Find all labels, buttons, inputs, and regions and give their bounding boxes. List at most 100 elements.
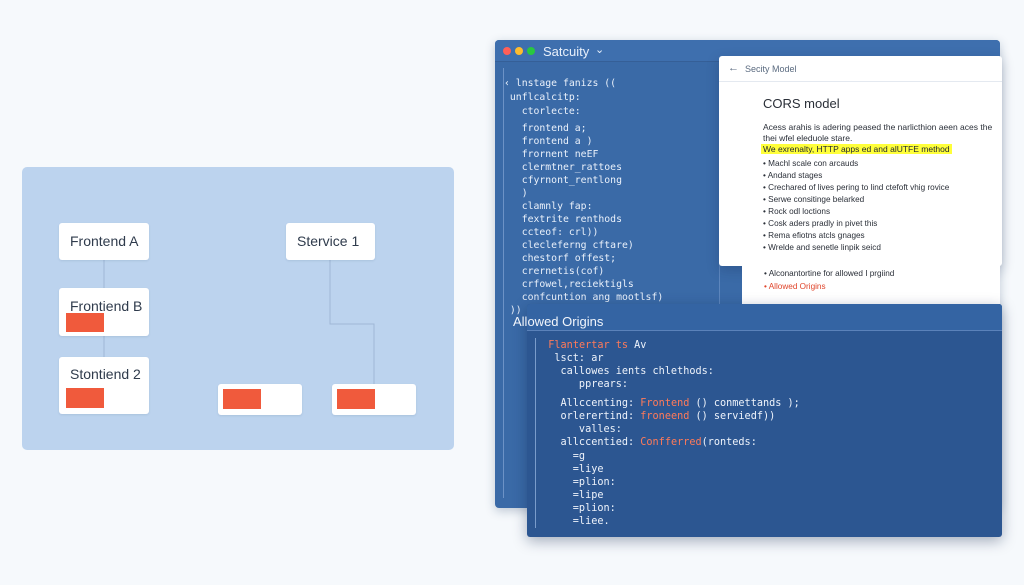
pane-divider[interactable] (719, 64, 720, 504)
code-text: orlerertind: (536, 411, 641, 422)
code-text: callowes ients chlethods: (536, 366, 714, 377)
code-line: ctorlecte: (504, 106, 581, 117)
code-text: () conmettands ); (689, 398, 800, 409)
code-text: (ronteds: (701, 437, 757, 448)
code-line: confcuntion ang mootlsf) (504, 292, 664, 303)
code-text: lsct: ar (536, 353, 604, 364)
node-box-right[interactable] (332, 384, 416, 415)
code-text: =liye (536, 464, 604, 475)
code-line: unflcalcitp: (504, 92, 581, 103)
bullet-item: • Rema efiotns atcls gnages (763, 231, 865, 240)
allowed-origins-title: Allowed Origins (513, 314, 604, 329)
chevron-down-icon[interactable]: ⌄ (595, 44, 605, 56)
code-line: callowes ients chlethods: (536, 366, 714, 377)
close-window-button[interactable] (503, 47, 511, 55)
security-model-panel: ← Secity Model CORS model Acess arahis i… (719, 56, 1002, 266)
code-line: Flantertar ts Av (536, 340, 646, 351)
list-item-text: Alconantortine for allowed I prgiind (768, 269, 895, 278)
code-line: clecleferng cftare) (504, 240, 634, 251)
code-line: clermtner_rattoes (504, 162, 622, 173)
bullet-item: • Serwe consitinge belarked (763, 195, 865, 204)
bullet-text: Wrelde and senetle linpik seicd (768, 243, 881, 252)
code-text: () serviedf)) (689, 411, 776, 422)
code-line: crernetis(cof) (504, 266, 605, 277)
code-text: =g (536, 451, 586, 462)
bullet-text: Serwe consitinge belarked (768, 195, 865, 204)
node-label: Frontend A (70, 233, 139, 249)
bullet-text: Rema efiotns atcls gnages (768, 231, 865, 240)
code-line: lsct: ar (536, 353, 603, 364)
code-text: pprears: (536, 379, 629, 390)
code-line: ) (504, 188, 528, 199)
window-title: Satcuity (543, 44, 590, 59)
bullet-item: • Cosk aders pradly in pivet this (763, 219, 878, 228)
code-editor[interactable]: ‹ lnstage fanizs (( unflcalcitp: ctorlec… (503, 68, 713, 498)
node-service-1[interactable]: Stervice 1 (286, 223, 375, 260)
origins-code-editor[interactable]: Flantertar ts Av lsct: ar callowes ients… (535, 338, 994, 528)
code-line: cfyrnont_rentlong (504, 175, 622, 186)
node-label: Stervice 1 (297, 233, 360, 249)
code-line: =liee. (536, 516, 610, 527)
code-line: =plion: (536, 477, 616, 488)
node-frontend-b[interactable]: Frontiend B (59, 288, 149, 336)
minimize-window-button[interactable] (515, 47, 523, 55)
code-keyword: Confferred (640, 437, 702, 448)
node-label: Stontiend 2 (70, 366, 141, 382)
bullet-item: • Wrelde and senetle linpik seicd (763, 243, 881, 252)
code-line: frornent neEF (504, 149, 599, 160)
code-text: valles: (536, 424, 622, 435)
code-line: orlerertind: froneend () serviedf)) (536, 411, 776, 422)
code-line: ccteof: crl)) (504, 227, 599, 238)
code-line: )) (504, 305, 522, 316)
bullet-item: • Andand stages (763, 171, 823, 180)
code-keyword: froneend (640, 411, 690, 422)
bullet-item: • Rock odl loctions (763, 207, 831, 216)
code-line: =plion: (536, 503, 616, 514)
node-box-left[interactable] (218, 384, 302, 415)
code-line: crfowel,reciektigls (504, 279, 634, 290)
bullet-text: Andand stages (767, 171, 823, 180)
panel-header: ← Secity Model (719, 56, 1002, 82)
back-arrow-icon[interactable]: ← (728, 62, 739, 74)
diagram-connectors (103, 260, 375, 384)
bullet-item: • Machl scale con arcauds (763, 159, 859, 168)
bullet-text: Cosk aders pradly in pivet this (768, 219, 878, 228)
code-line: =liye (536, 464, 604, 475)
code-text: =lipe (536, 490, 604, 501)
highlighted-text: We exrenalty, HTTP apps ed and alUTFE me… (761, 144, 952, 154)
node-frontend-a[interactable]: Frontend A (59, 223, 149, 260)
code-keyword: Flantertar ts (548, 340, 629, 351)
list-item: • Alconantortine for allowed I prgiind (764, 269, 895, 278)
code-text (536, 340, 548, 351)
allowed-origins-link[interactable]: • Allowed Origins (764, 282, 826, 291)
code-line: chestorf offest; (504, 253, 617, 264)
panel-header (527, 304, 1002, 331)
code-line: pprears: (536, 379, 628, 390)
code-line: clamnly fap: (504, 201, 593, 212)
status-marker (66, 388, 104, 408)
panel-title: CORS model (763, 96, 840, 111)
allowed-origins-panel: Flantertar ts Av lsct: ar callowes ients… (527, 304, 1002, 537)
code-line: frontend a ) (504, 136, 593, 147)
code-text: Allccenting: (536, 398, 641, 409)
code-text: allccentied: (536, 437, 641, 448)
code-line: fextrite renthods (504, 214, 622, 225)
code-text: =plion: (536, 477, 616, 488)
code-text: Av (628, 340, 647, 351)
code-line: Allccenting: Frontend () conmettands ); (536, 398, 800, 409)
allowed-origins-list: • Alconantortine for allowed I prgiind •… (742, 264, 1000, 304)
code-line: ‹ lnstage fanizs (( (504, 78, 617, 89)
code-text: =liee. (536, 516, 610, 527)
bullet-text: Machl scale con arcauds (768, 159, 859, 168)
code-line: valles: (536, 424, 622, 435)
code-text: =plion: (536, 503, 616, 514)
connector-service (329, 260, 375, 384)
code-line: =g (536, 451, 585, 462)
status-marker (223, 389, 261, 409)
panel-header-title: Secity Model (745, 64, 797, 74)
code-keyword: Frontend (640, 398, 690, 409)
bullet-text: Rock odl loctions (768, 207, 831, 216)
node-frontend-2[interactable]: Stontiend 2 (59, 357, 149, 414)
maximize-window-button[interactable] (527, 47, 535, 55)
node-label: Frontiend B (70, 298, 143, 314)
